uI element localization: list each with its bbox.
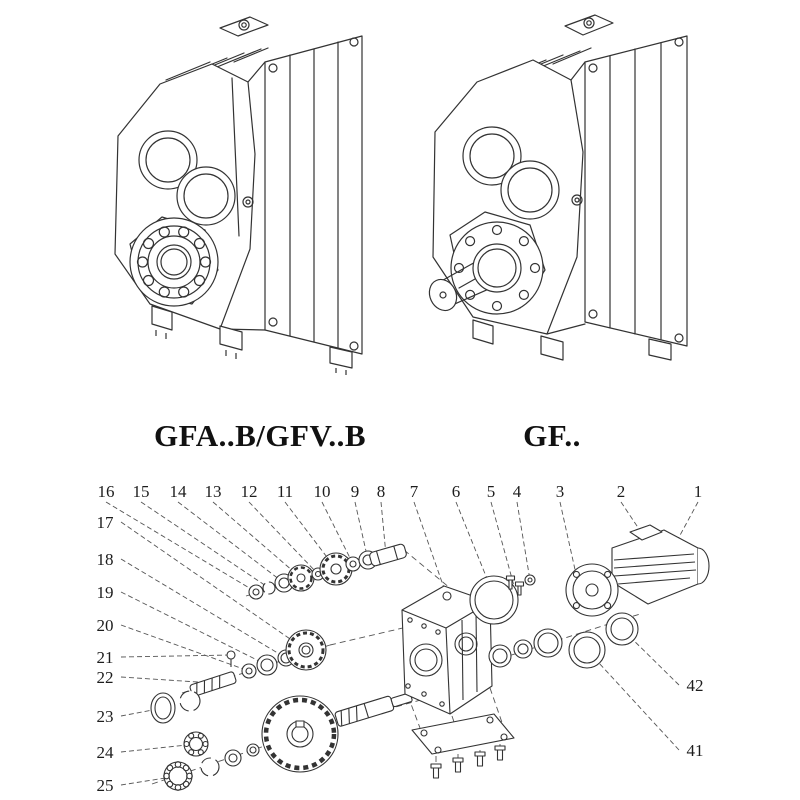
motor bbox=[565, 524, 710, 617]
callout-19: 19 bbox=[96, 583, 114, 602]
callout-14: 14 bbox=[169, 482, 187, 501]
callout-7: 7 bbox=[409, 482, 419, 501]
callout-25: 25 bbox=[96, 776, 114, 795]
input-shaft-parts bbox=[248, 543, 407, 600]
gf-inspection-bores bbox=[462, 126, 560, 220]
shim-rings-and-gasket bbox=[469, 574, 639, 669]
callout-4: 4 bbox=[512, 482, 522, 501]
callout-11: 11 bbox=[276, 482, 294, 501]
gear-housing bbox=[401, 585, 493, 715]
exploded-parts-drawing bbox=[105, 501, 710, 791]
motor-terminal-box bbox=[629, 524, 663, 541]
callout-20: 20 bbox=[96, 616, 114, 635]
callout-10: 10 bbox=[313, 482, 331, 501]
gfa-inspection-bores bbox=[138, 130, 236, 226]
callout-24: 24 bbox=[96, 743, 114, 762]
motor-flange bbox=[565, 563, 619, 617]
gfa-hollow-shaft-bearing bbox=[129, 216, 219, 307]
gfa-housing bbox=[114, 16, 363, 355]
gf-output-flange bbox=[449, 211, 546, 315]
callout-6: 6 bbox=[451, 482, 461, 501]
callout-42: 42 bbox=[686, 676, 704, 695]
callout-23: 23 bbox=[96, 707, 114, 726]
callout-3: 3 bbox=[555, 482, 565, 501]
callout-5: 5 bbox=[486, 482, 496, 501]
gf-feet bbox=[472, 319, 672, 361]
leader-lines bbox=[105, 501, 699, 786]
gfa-feet bbox=[151, 305, 353, 375]
callout-22: 22 bbox=[96, 668, 114, 687]
output-shaft-parts bbox=[150, 690, 413, 791]
model-label-right: GF.. bbox=[523, 418, 581, 453]
callout-12: 12 bbox=[240, 482, 258, 501]
callout-16: 16 bbox=[97, 482, 115, 501]
intermediate-shaft-parts bbox=[189, 629, 327, 697]
callout-15: 15 bbox=[132, 482, 150, 501]
model-label-left: GFA..B/GFV..B bbox=[153, 418, 367, 453]
mounting-plate-and-bolts bbox=[411, 713, 515, 779]
callout-13: 13 bbox=[204, 482, 222, 501]
gf-output-shaft bbox=[428, 262, 488, 312]
callout-8: 8 bbox=[376, 482, 386, 501]
callout-17: 17 bbox=[96, 513, 114, 532]
callout-21: 21 bbox=[96, 648, 114, 667]
gfa-lifting-eye bbox=[219, 16, 269, 37]
callout-1: 1 bbox=[693, 482, 703, 501]
callout-18: 18 bbox=[96, 550, 114, 569]
gf-gearbox-drawing bbox=[428, 14, 688, 361]
callout-2: 2 bbox=[616, 482, 626, 501]
gfa-gfv-gearbox-drawing bbox=[114, 16, 363, 375]
callout-9: 9 bbox=[350, 482, 360, 501]
callout-41: 41 bbox=[686, 741, 704, 760]
